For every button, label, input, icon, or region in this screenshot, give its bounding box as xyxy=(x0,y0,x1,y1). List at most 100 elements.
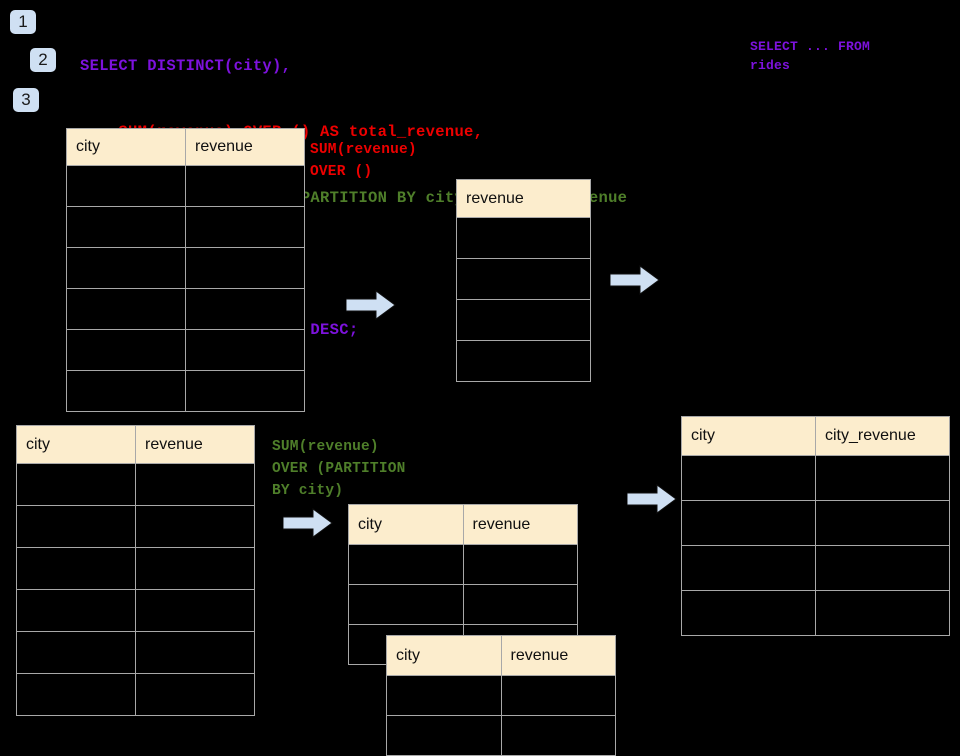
table-cell xyxy=(185,288,305,330)
table-row xyxy=(66,165,305,207)
arrow-top-left-icon xyxy=(346,290,396,320)
table-cell xyxy=(16,673,136,716)
table-cell xyxy=(456,299,591,341)
table-header-row: city revenue xyxy=(16,425,255,464)
table-cell xyxy=(135,631,255,674)
table-header-row: city city_revenue xyxy=(681,416,950,456)
table-row xyxy=(16,547,255,590)
table-row xyxy=(681,545,950,591)
table-row xyxy=(16,463,255,506)
table-cell xyxy=(386,715,502,756)
table-cell xyxy=(462,584,578,625)
column-header-city: city xyxy=(66,128,186,166)
table-cell xyxy=(135,505,255,548)
table-cell xyxy=(185,329,305,371)
table-cell xyxy=(815,545,950,591)
table-cell xyxy=(16,547,136,590)
table-header-row: revenue xyxy=(456,179,591,218)
table-source-bottom: city revenue xyxy=(16,425,255,716)
step-badge-3: 3 xyxy=(13,88,39,112)
arrow-top-right-icon xyxy=(610,265,660,295)
arrow-bottom-right-icon xyxy=(627,484,677,514)
table-row xyxy=(456,217,591,259)
column-header-revenue: revenue xyxy=(462,504,578,545)
arrow-bottom-left-icon xyxy=(283,508,333,538)
table-cell xyxy=(66,206,186,248)
table-row xyxy=(348,544,578,585)
annotation-over-partition: SUM(revenue) OVER (PARTITION BY city) xyxy=(272,439,406,499)
table-body xyxy=(456,217,591,382)
table-cell xyxy=(681,590,816,636)
table-cell xyxy=(185,247,305,289)
table-row xyxy=(681,455,950,501)
table-cell xyxy=(66,247,186,289)
table-cell xyxy=(66,165,186,207)
column-header-city: city xyxy=(16,425,136,464)
column-header-city-revenue: city_revenue xyxy=(815,416,950,456)
table-cell xyxy=(16,463,136,506)
annotation-over-empty: SUM(revenue) OVER () xyxy=(310,142,417,180)
table-cell xyxy=(456,217,591,259)
table-cell xyxy=(681,455,816,501)
table-row xyxy=(16,505,255,548)
table-row xyxy=(681,500,950,546)
table-row xyxy=(681,590,950,636)
table-cell xyxy=(815,590,950,636)
table-cell xyxy=(681,500,816,546)
table-cell xyxy=(815,455,950,501)
table-cell xyxy=(456,258,591,300)
table-result: city city_revenue xyxy=(681,416,950,636)
table-cell xyxy=(135,463,255,506)
table-row xyxy=(16,673,255,716)
table-row xyxy=(66,206,305,248)
table-cell xyxy=(66,288,186,330)
table-cell xyxy=(135,547,255,590)
column-header-revenue: revenue xyxy=(185,128,305,166)
table-cell xyxy=(185,165,305,207)
table-body xyxy=(681,455,950,636)
column-header-city: city xyxy=(348,504,464,545)
table-row xyxy=(386,715,616,756)
table-header-row: city revenue xyxy=(66,128,305,166)
table-row xyxy=(456,258,591,300)
table-body xyxy=(386,675,616,756)
table-cell xyxy=(500,675,616,716)
table-cell xyxy=(185,206,305,248)
table-row xyxy=(16,631,255,674)
table-cell xyxy=(348,584,464,625)
table-row xyxy=(348,584,578,625)
table-source-top: city revenue xyxy=(66,128,305,412)
diagram-canvas: 1 2 3 SELECT DISTINCT(city), SUM(revenue… xyxy=(10,10,950,756)
table-partition-b: city revenue xyxy=(386,635,616,756)
column-header-city: city xyxy=(386,635,502,676)
table-cell xyxy=(135,673,255,716)
table-row xyxy=(456,340,591,382)
table-body xyxy=(16,463,255,716)
table-cell xyxy=(681,545,816,591)
table-header-row: city revenue xyxy=(386,635,616,676)
table-cell xyxy=(16,589,136,632)
table-cell xyxy=(135,589,255,632)
column-header-city: city xyxy=(681,416,816,456)
table-cell xyxy=(66,370,186,412)
step-badge-1: 1 xyxy=(10,10,36,34)
table-row xyxy=(66,329,305,371)
table-cell xyxy=(16,631,136,674)
table-row xyxy=(16,589,255,632)
table-header-row: city revenue xyxy=(348,504,578,545)
table-row xyxy=(66,288,305,330)
table-revenue-only: revenue xyxy=(456,179,591,382)
table-cell xyxy=(386,675,502,716)
table-cell xyxy=(348,544,464,585)
table-row xyxy=(66,370,305,412)
column-header-revenue: revenue xyxy=(135,425,255,464)
table-row xyxy=(66,247,305,289)
sql-line-1: SELECT DISTINCT(city), xyxy=(80,57,292,75)
column-header-revenue: revenue xyxy=(500,635,616,676)
column-header-revenue: revenue xyxy=(456,179,591,218)
table-row xyxy=(456,299,591,341)
sql-side-note: SELECT ... FROM rides xyxy=(750,39,871,73)
table-cell xyxy=(16,505,136,548)
step-badge-2: 2 xyxy=(30,48,56,72)
table-cell xyxy=(185,370,305,412)
